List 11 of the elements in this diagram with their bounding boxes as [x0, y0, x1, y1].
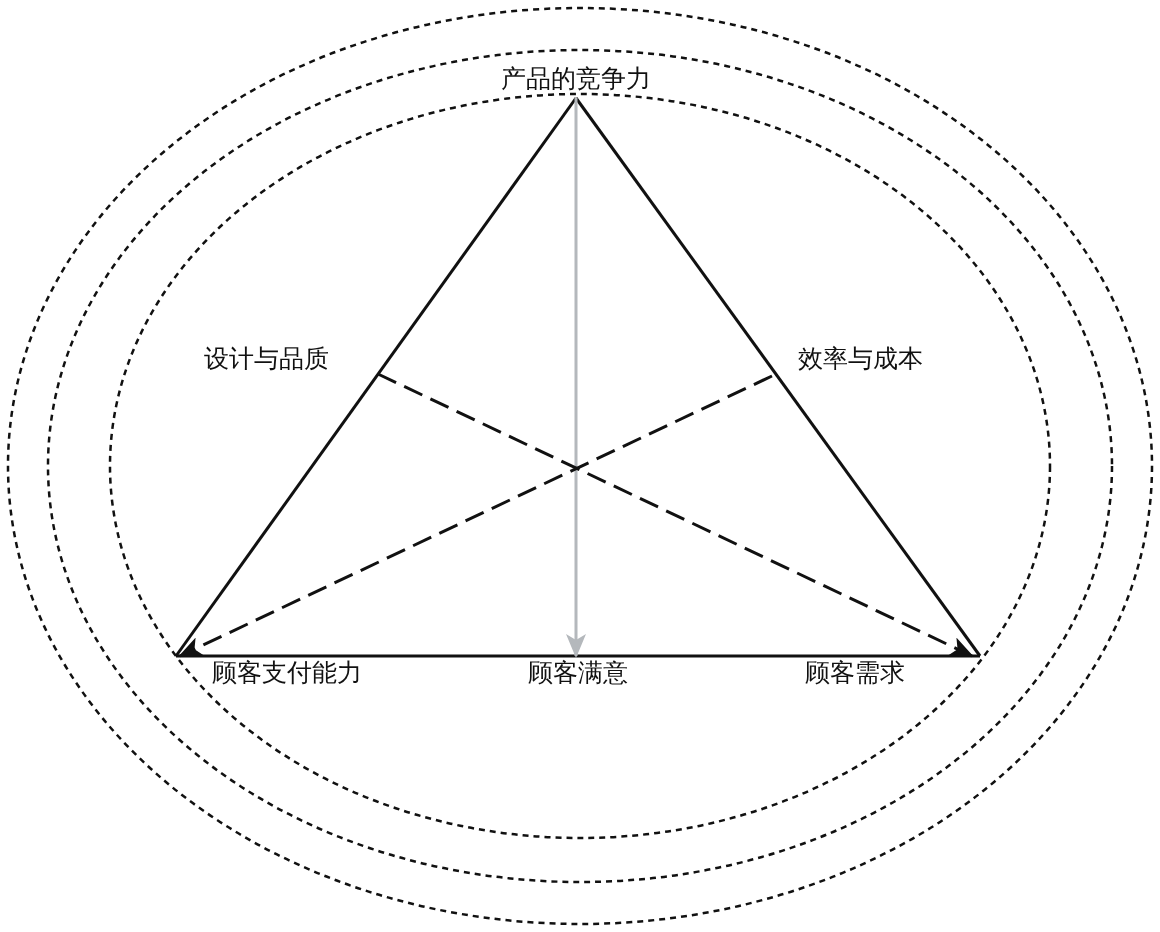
arrow: [178, 374, 773, 658]
triangle-side-line: [176, 654, 980, 658]
vertex-label: 顾客支付能力: [212, 658, 362, 687]
center-label: 顾客满意: [528, 658, 628, 687]
vertex-label: 顾客需求: [805, 658, 905, 687]
side-label: 效率与成本: [798, 344, 923, 373]
side-label: 设计与品质: [204, 344, 329, 373]
arrow: [377, 372, 974, 658]
arrow: [566, 98, 586, 658]
triangle-side-line: [174, 97, 578, 657]
vertex-label: 产品的竞争力: [501, 64, 651, 93]
